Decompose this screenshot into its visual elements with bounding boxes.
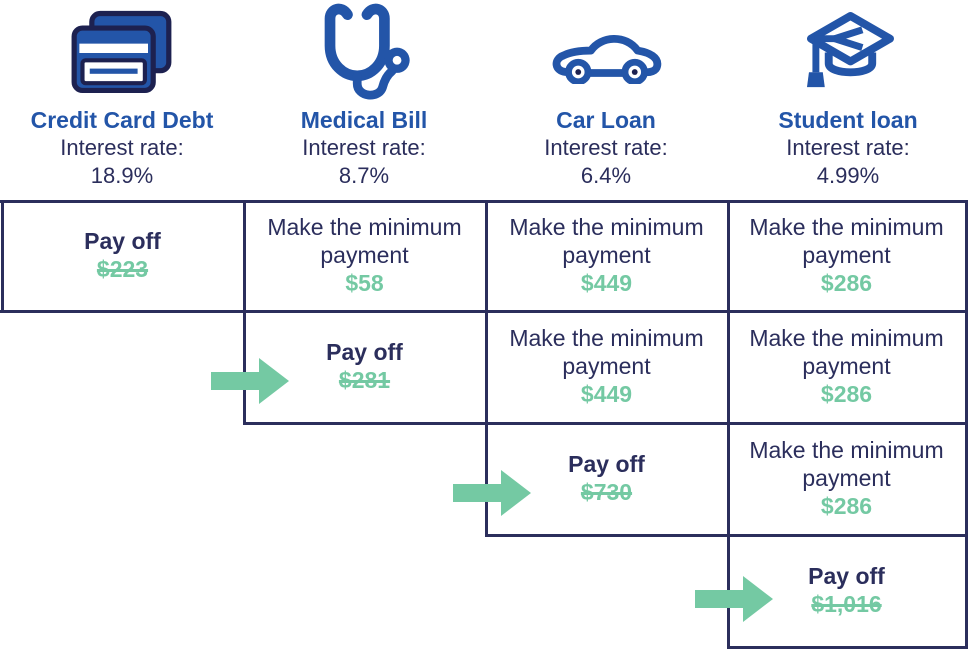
cell-action-label: Make the minimum payment: [509, 325, 704, 379]
interest-rate-value: 6.4%: [580, 163, 632, 188]
column-title: Medical Bill: [300, 107, 428, 133]
stethoscope-icon: [243, 0, 485, 106]
cell-payoff-medical-bill: Pay off $281: [246, 313, 483, 419]
cell-amount: $223: [96, 256, 149, 282]
interest-rate-value: 8.7%: [338, 163, 390, 188]
grid-line: [485, 200, 488, 537]
cell-amount: $58: [345, 270, 384, 296]
car-icon: [485, 0, 727, 106]
column-title: Credit Card Debt: [30, 107, 214, 133]
cell-payoff-student-loan: Pay off $1,016: [730, 537, 963, 643]
cell-amount: $449: [580, 381, 633, 407]
interest-rate-label: Interest rate:: [60, 135, 184, 160]
cell-payoff-credit-card: Pay off $223: [4, 203, 241, 307]
cell-minimum-student-loan: Make the minimum payment $286: [730, 313, 963, 419]
interest-rate-value: 18.9%: [90, 163, 154, 188]
grid-line: [965, 200, 968, 649]
cell-action-label: Pay off: [84, 228, 161, 254]
grid-line: [243, 200, 246, 425]
column-header-credit-card: Credit Card Debt Interest rate: 18.9%: [1, 0, 243, 190]
cell-action-label: Make the minimum payment: [509, 214, 704, 268]
column-header-student-loan: Student loan Interest rate: 4.99%: [727, 0, 969, 190]
cell-action-label: Make the minimum payment: [749, 437, 944, 491]
cell-action-label: Pay off: [808, 563, 885, 589]
cell-action-label: Make the minimum payment: [267, 214, 462, 268]
interest-rate-label: Interest rate:: [302, 135, 426, 160]
grid-line: [727, 646, 968, 649]
grid-line: [243, 422, 968, 425]
grid-line: [485, 534, 968, 537]
column-title: Car Loan: [556, 107, 656, 133]
grid-line: [0, 200, 968, 203]
cell-action-label: Make the minimum payment: [749, 325, 944, 379]
interest-rate-label: Interest rate:: [786, 135, 910, 160]
cell-amount: $1,016: [811, 591, 882, 617]
cell-minimum-student-loan: Make the minimum payment $286: [730, 203, 963, 307]
cell-amount: $281: [338, 367, 391, 393]
cell-payoff-car-loan: Pay off $730: [488, 425, 725, 531]
column-header-medical-bill: Medical Bill Interest rate: 8.7%: [243, 0, 485, 190]
payoff-arrow-icon: [695, 576, 773, 622]
column-title: Student loan: [778, 107, 918, 133]
cell-amount: $286: [820, 270, 873, 296]
payoff-arrow-icon: [211, 358, 289, 404]
cell-action-label: Make the minimum payment: [749, 214, 944, 268]
column-header-car-loan: Car Loan Interest rate: 6.4%: [485, 0, 727, 190]
grid-line: [727, 200, 730, 649]
cell-action-label: Pay off: [568, 451, 645, 477]
cell-amount: $286: [820, 381, 873, 407]
cell-minimum-student-loan: Make the minimum payment $286: [730, 425, 963, 531]
grid-line: [0, 310, 968, 313]
interest-rate-label: Interest rate:: [544, 135, 668, 160]
cell-amount: $449: [580, 270, 633, 296]
cell-minimum-car-loan: Make the minimum payment $449: [488, 203, 725, 307]
cell-minimum-car-loan: Make the minimum payment $449: [488, 313, 725, 419]
cell-action-label: Pay off: [326, 339, 403, 365]
grid-line: [1, 200, 4, 313]
cell-minimum-medical-bill: Make the minimum payment $58: [246, 203, 483, 307]
payoff-arrow-icon: [453, 470, 531, 516]
credit-card-icon: [1, 0, 243, 106]
interest-rate-value: 4.99%: [816, 163, 880, 188]
cell-amount: $730: [580, 479, 633, 505]
graduation-cap-icon: [727, 0, 969, 106]
cell-amount: $286: [820, 493, 873, 519]
